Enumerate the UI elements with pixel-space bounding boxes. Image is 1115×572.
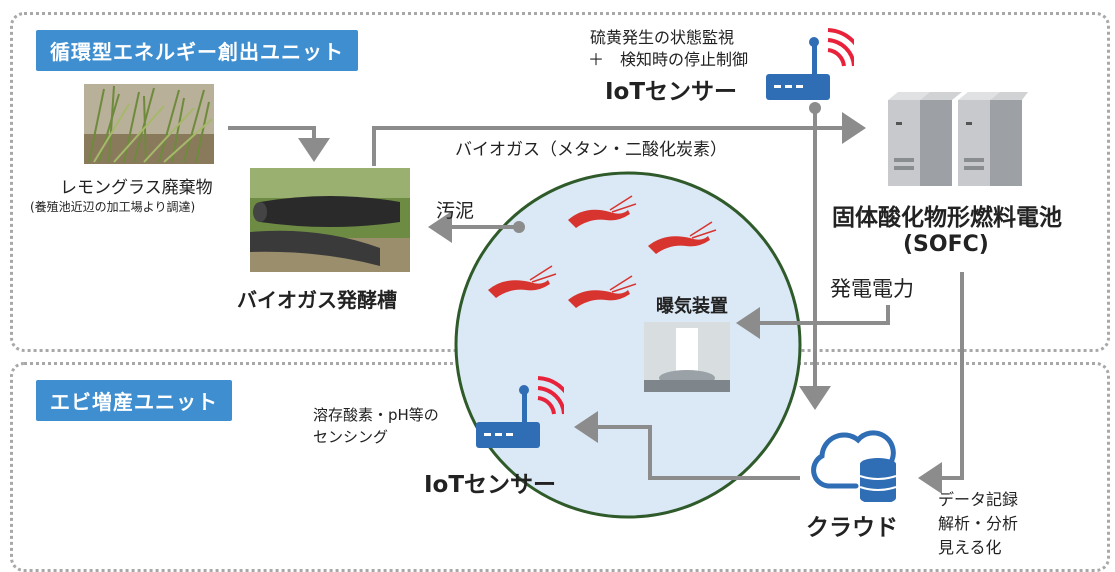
sludge-origin-dot xyxy=(513,221,525,233)
digester-photo xyxy=(250,168,410,272)
flow-arrows xyxy=(228,102,964,519)
sofc-name: 固体酸化物形燃料電池 xyxy=(832,205,1062,231)
aerator-label: 曝気装置 xyxy=(656,296,728,317)
sofc-server-icon xyxy=(888,92,1028,191)
shrimp-unit-label: エビ増産ユニット xyxy=(36,380,232,421)
cloud-name: クラウド xyxy=(806,515,898,541)
sofc-abbr: (SOFC) xyxy=(903,232,989,257)
lemongrass-sub: (養殖池近辺の加工場より調達) xyxy=(30,200,196,214)
cloud-database-icon xyxy=(808,420,904,506)
arrow-sofc-to-cloud xyxy=(918,272,964,494)
lemongrass-label: レモングラス廃棄物 xyxy=(60,178,213,198)
sensor-top-name: IoTセンサー xyxy=(605,79,738,105)
sensor-bottom-desc-2: センシング xyxy=(313,428,389,446)
router-icon xyxy=(764,22,866,108)
sensor-top-desc-2: ＋ 検知時の停止制御 xyxy=(588,50,749,69)
shrimp-pond xyxy=(454,171,802,519)
biogas-flow-label: バイオガス（メタン・二酸化炭素） xyxy=(455,140,727,160)
power-label: 発電電力 xyxy=(830,277,914,301)
sensor-bottom-name: IoTセンサー xyxy=(424,472,557,498)
arrow-cloud-to-sensor xyxy=(574,411,800,480)
sensor-bottom-desc-1: 溶存酸素・pH等の xyxy=(313,406,439,424)
arrow-lemongrass-to-digester xyxy=(228,126,330,162)
lemongrass-photo xyxy=(84,84,214,164)
cloud-desc-3: 見える化 xyxy=(938,538,1002,557)
aerator-photo xyxy=(644,322,730,392)
top-sensor-dot xyxy=(809,102,821,114)
arrow-power-to-aerator xyxy=(736,305,890,339)
router-icon-bottom xyxy=(474,370,576,456)
sludge-label: 汚泥 xyxy=(436,200,475,222)
energy-unit-label: 循環型エネルギー創出ユニット xyxy=(36,30,358,71)
digester-label: バイオガス発酵槽 xyxy=(237,288,397,312)
cloud-desc-2: 解析・分析 xyxy=(938,514,1019,533)
sensor-top-desc-1: 硫黄発生の状態監視 xyxy=(590,28,735,47)
arrow-biogas-to-sofc xyxy=(372,112,866,166)
cloud-desc-1: データ記録 xyxy=(938,490,1019,509)
